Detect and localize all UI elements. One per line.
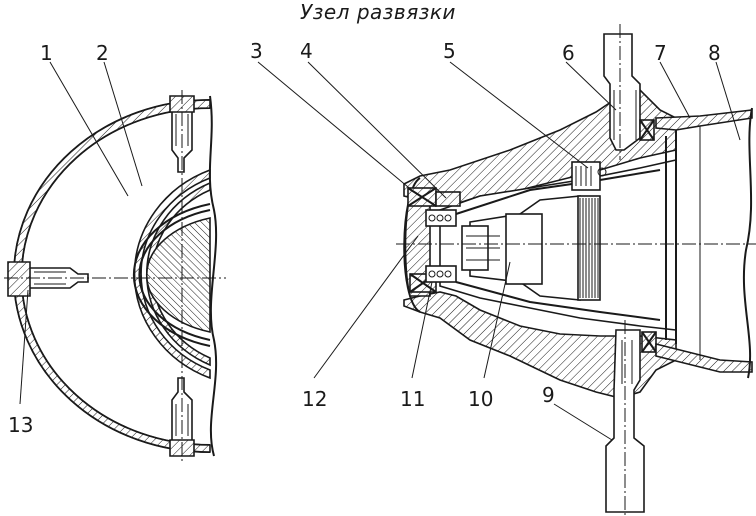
- spring-upper: [425, 209, 457, 227]
- callout-3: 3: [250, 39, 263, 63]
- callout-2: 2: [96, 41, 109, 65]
- right-longitudinal-section: [396, 24, 756, 516]
- housing-lower: [403, 291, 677, 399]
- leader-6: [565, 61, 617, 111]
- leader-3: [257, 61, 415, 193]
- pipe-7-lower: [655, 342, 753, 373]
- screw-head: [597, 167, 607, 177]
- nose-insert: [404, 195, 431, 297]
- bearing-4: [435, 191, 461, 207]
- callout-10: 10: [468, 387, 493, 411]
- leader-10: [483, 261, 511, 379]
- callout-13: 13: [8, 413, 33, 437]
- leader-1: [49, 61, 129, 197]
- spring-upper-coils: [428, 214, 452, 222]
- callout-1: 1: [40, 41, 53, 65]
- callout-12: 12: [302, 387, 327, 411]
- callout-9: 9: [542, 383, 555, 407]
- connector-body: [505, 213, 543, 285]
- leader-9: [553, 403, 613, 441]
- leader-13: [19, 289, 29, 405]
- callout-6: 6: [562, 41, 575, 65]
- callout-7: 7: [654, 41, 667, 65]
- leader-2: [103, 61, 143, 187]
- bushing-5-threads: [575, 166, 592, 186]
- leader-4: [307, 61, 447, 199]
- pipe-break-line: [742, 107, 753, 379]
- outer-shell-wall: [13, 99, 211, 453]
- leader-lines: [19, 61, 741, 441]
- pipe-7-upper: [655, 109, 753, 131]
- callout-11: 11: [400, 387, 425, 411]
- spring-lower: [425, 265, 457, 283]
- ring-1: [133, 168, 211, 380]
- shaft-6: [603, 33, 641, 151]
- nose-cap: [403, 177, 421, 313]
- left-strut-head: [7, 261, 31, 297]
- serration-lines: [579, 198, 599, 298]
- leader-7: [659, 61, 691, 119]
- spring-lower-coils: [428, 270, 452, 278]
- callout-4: 4: [300, 39, 313, 63]
- callout-labels: 1 2 3 4 5 6 7 8 9 10 11 12 13: [8, 39, 721, 437]
- leader-8: [715, 61, 741, 141]
- callout-5: 5: [443, 39, 456, 63]
- drawing-title: Узел развязки: [300, 0, 456, 24]
- leader-5: [449, 61, 589, 169]
- left-cross-section: [4, 90, 226, 462]
- break-line: [208, 95, 218, 457]
- leader-11: [411, 281, 433, 379]
- leader-12: [313, 235, 419, 379]
- callout-8: 8: [708, 41, 721, 65]
